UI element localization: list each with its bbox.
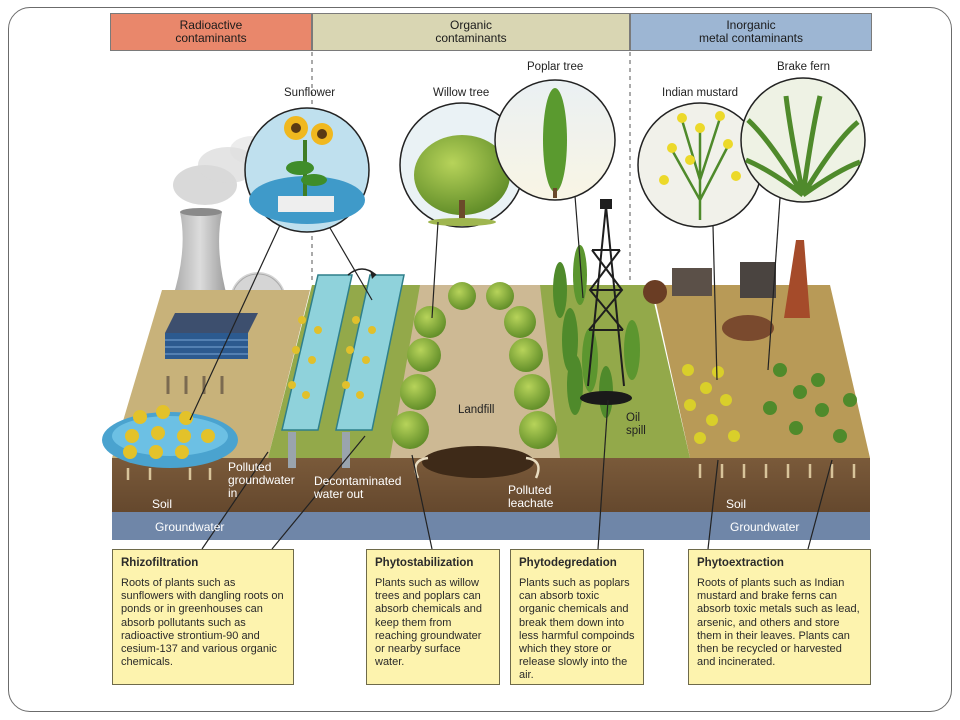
box-phytostabilization-title: Phytostabilization (375, 557, 474, 569)
box-phytodegredation-text: Plants such as poplars can absorb toxic … (519, 577, 635, 682)
label-brake-fern: Brake fern (777, 61, 831, 73)
willow-magnifier (399, 102, 525, 228)
leachate-arrow-left (414, 456, 429, 479)
box-phytoextraction: Phytoextraction Roots of plants such as … (688, 549, 871, 685)
downward-flow-arrows (166, 376, 224, 394)
label-decontaminated-water-out: Decontaminated water out (314, 474, 402, 501)
banner-inorganic: Inorganic metal contaminants (630, 13, 872, 51)
label-soil-right: Soil (726, 497, 747, 511)
label-oil-spill: Oil spill (626, 412, 646, 437)
box-phytoextraction-title: Phytoextraction (697, 557, 784, 569)
upward-uptake-arrows (126, 464, 856, 480)
oil-pool (580, 391, 632, 405)
label-poplar: Poplar tree (527, 61, 584, 73)
industrial-plant (643, 240, 810, 341)
box-phytostabilization: Phytostabilization Plants such as willow… (366, 549, 500, 685)
box-phytodegredation: Phytodegredation Plants such as poplars … (510, 549, 644, 685)
box-rhizofiltration: Rhizofiltration Roots of plants such as … (112, 549, 294, 685)
fern-magnifier (740, 77, 866, 203)
cooling-tower (172, 136, 274, 300)
poplar-trees (553, 245, 640, 418)
label-polluted-groundwater-in: Polluted groundwater in (228, 460, 295, 500)
raft-sunflowers (123, 405, 215, 459)
label-sunflower: Sunflower (284, 87, 336, 99)
sunflower-magnifier (244, 107, 370, 233)
banner-organic: Organic contaminants (312, 13, 630, 51)
leader-lines (189, 195, 833, 550)
power-building (165, 313, 258, 359)
banner-radioactive: Radioactive contaminants (110, 13, 312, 51)
label-willow: Willow tree (433, 87, 490, 99)
landfill-mound (422, 446, 534, 478)
right-terrain-block (652, 285, 870, 540)
leachate-arrow-right (525, 456, 540, 479)
box-phytoextraction-text: Roots of plants such as Indian mustard a… (697, 577, 860, 669)
willow-rows (391, 282, 557, 449)
poplar-magnifier (494, 79, 616, 201)
box-phytodegredation-title: Phytodegredation (519, 557, 617, 569)
label-soil-left: Soil (152, 497, 173, 511)
mustard-magnifier (637, 102, 763, 228)
oil-derrick (587, 199, 625, 387)
greenhouses (281, 268, 405, 468)
box-phytostabilization-text: Plants such as willow trees and poplars … (375, 577, 483, 669)
label-polluted-leachate: Polluted leachate (508, 483, 554, 510)
label-groundwater-left: Groundwater (155, 520, 225, 534)
label-groundwater-right: Groundwater (730, 520, 800, 534)
label-indian-mustard: Indian mustard (662, 87, 739, 99)
box-rhizofiltration-text: Roots of plants such as sunflowers with … (121, 577, 284, 669)
mustard-and-fern-field (682, 363, 857, 444)
label-landfill: Landfill (458, 404, 495, 416)
box-rhizofiltration-title: Rhizofiltration (121, 557, 199, 569)
